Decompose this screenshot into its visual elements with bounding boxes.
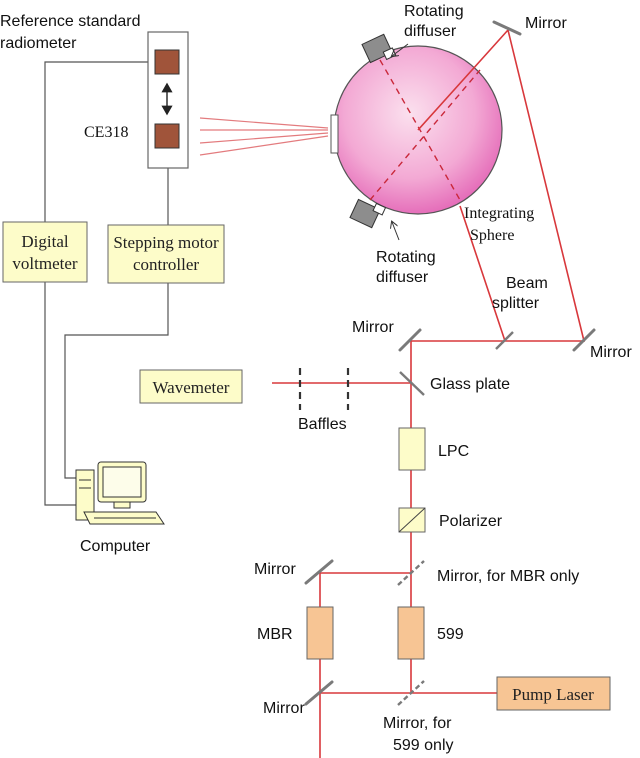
laser-beams	[272, 28, 586, 758]
mirror-bottom-left-label: Mirror	[263, 700, 305, 717]
wiring	[44, 61, 169, 506]
baffle-icon	[298, 368, 350, 410]
mirror-mid-left-label: Mirror	[352, 319, 394, 336]
dye-599-box	[397, 606, 425, 660]
mbr-label: MBR	[257, 626, 293, 643]
digital-voltmeter-line2: voltmeter	[12, 254, 77, 273]
beam-splitter-icon	[495, 331, 514, 350]
polarizer-label: Polarizer	[439, 513, 503, 530]
pointer-arrow-icon	[392, 43, 409, 56]
mirror-right-label: Mirror	[590, 344, 632, 361]
mirror-599-only-label-2: 599 only	[393, 737, 454, 754]
ref-radiometer-label-2: radiometer	[0, 35, 77, 52]
pump-laser-label: Pump Laser	[512, 685, 594, 704]
diffuser-icon	[349, 198, 387, 229]
polarizer-icon	[398, 507, 426, 533]
optional-mirror-icon	[397, 560, 425, 586]
glass-plate-label: Glass plate	[430, 376, 510, 393]
rotating-diffuser-top-2: diffuser	[404, 23, 457, 40]
mirror-icon	[572, 328, 596, 352]
mirror-icon	[304, 559, 334, 585]
mirror-icon	[492, 20, 522, 36]
ce318-instrument	[147, 31, 189, 169]
mirror-top-right-label: Mirror	[525, 15, 567, 32]
sphere-port	[330, 114, 339, 154]
wavemeter-label: Wavemeter	[153, 378, 230, 397]
mirror-icon	[304, 680, 334, 706]
wire-stepper-computer	[64, 283, 169, 479]
wire-voltmeter-computer	[44, 282, 78, 506]
lpc-label: LPC	[438, 443, 469, 460]
mirror-mbr-top-label: Mirror	[254, 561, 296, 578]
mbr-box	[306, 606, 334, 660]
stepping-motor-line1: Stepping motor	[113, 233, 219, 252]
mirror-icon	[398, 328, 422, 352]
sphere-output-rays	[199, 117, 329, 156]
detector-icon	[154, 123, 180, 149]
integrating-sphere-label-1: Integrating	[464, 205, 534, 222]
stepping-motor-line2: controller	[133, 255, 199, 274]
rotating-diffuser-bottom-1: Rotating	[376, 249, 436, 266]
pointer-arrow-icon	[392, 222, 400, 241]
beam-splitter-label-1: Beam	[506, 275, 548, 292]
ref-radiometer-label-1: Reference standard	[0, 13, 141, 30]
mirror-599-only-label-1: Mirror, for	[383, 715, 452, 732]
computer-icon	[75, 461, 165, 525]
integrating-sphere-label-2: Sphere	[470, 227, 514, 244]
ce318-label: CE318	[84, 124, 128, 141]
rotating-diffuser-top-1: Rotating	[404, 3, 464, 20]
mirrors	[304, 20, 596, 706]
stepping-motor-box: Stepping motor controller	[107, 224, 225, 284]
integrating-sphere	[330, 33, 503, 229]
optional-mirror-icon	[397, 680, 425, 706]
mirror-mbr-only-label: Mirror, for MBR only	[437, 568, 579, 585]
rotating-diffuser-bottom-2: diffuser	[376, 269, 429, 286]
digital-voltmeter-line1: Digital	[21, 232, 68, 251]
baffles-label: Baffles	[298, 416, 347, 433]
glass-plate-icon	[399, 371, 425, 396]
dye-599-label: 599	[437, 626, 464, 643]
wire-radiometer-voltmeter	[44, 61, 152, 222]
digital-voltmeter-box: Digital voltmeter	[2, 221, 88, 283]
wavemeter-box: Wavemeter	[139, 369, 243, 404]
detector-icon	[154, 49, 180, 75]
pump-laser-box: Pump Laser	[496, 676, 611, 711]
computer-label: Computer	[80, 538, 151, 555]
beam-splitter-label-2: splitter	[492, 295, 540, 312]
lpc-box	[398, 427, 426, 471]
